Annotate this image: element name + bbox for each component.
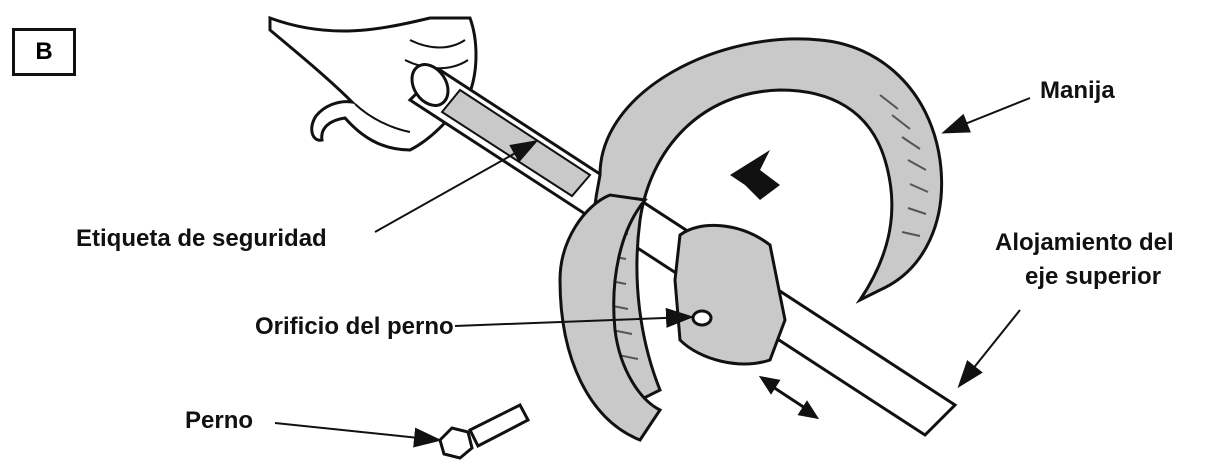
- bolt-hole-marker: [691, 309, 713, 327]
- bolt-hole-label: Orificio del perno: [255, 313, 454, 340]
- figure-badge: B: [12, 28, 76, 76]
- upper-shaft-housing-label-line2: eje superior: [1025, 263, 1162, 290]
- bolt-part: [438, 403, 531, 460]
- double-arrow-icon: [758, 375, 820, 420]
- engine-housing: [268, 15, 478, 152]
- safety-label-band: [440, 88, 592, 198]
- bolt-label: Perno: [185, 407, 254, 434]
- direction-arrow-icon: [730, 150, 780, 200]
- handle-clamp: [673, 223, 787, 366]
- safety-label-label: Etiqueta de seguridad: [76, 225, 327, 252]
- leader-arrow-icon: [274, 97, 1031, 448]
- handle-loop: [558, 37, 944, 442]
- handle-label: Manija: [1040, 77, 1115, 104]
- upper-shaft-housing-label-line1: Alojamiento del: [995, 229, 1174, 256]
